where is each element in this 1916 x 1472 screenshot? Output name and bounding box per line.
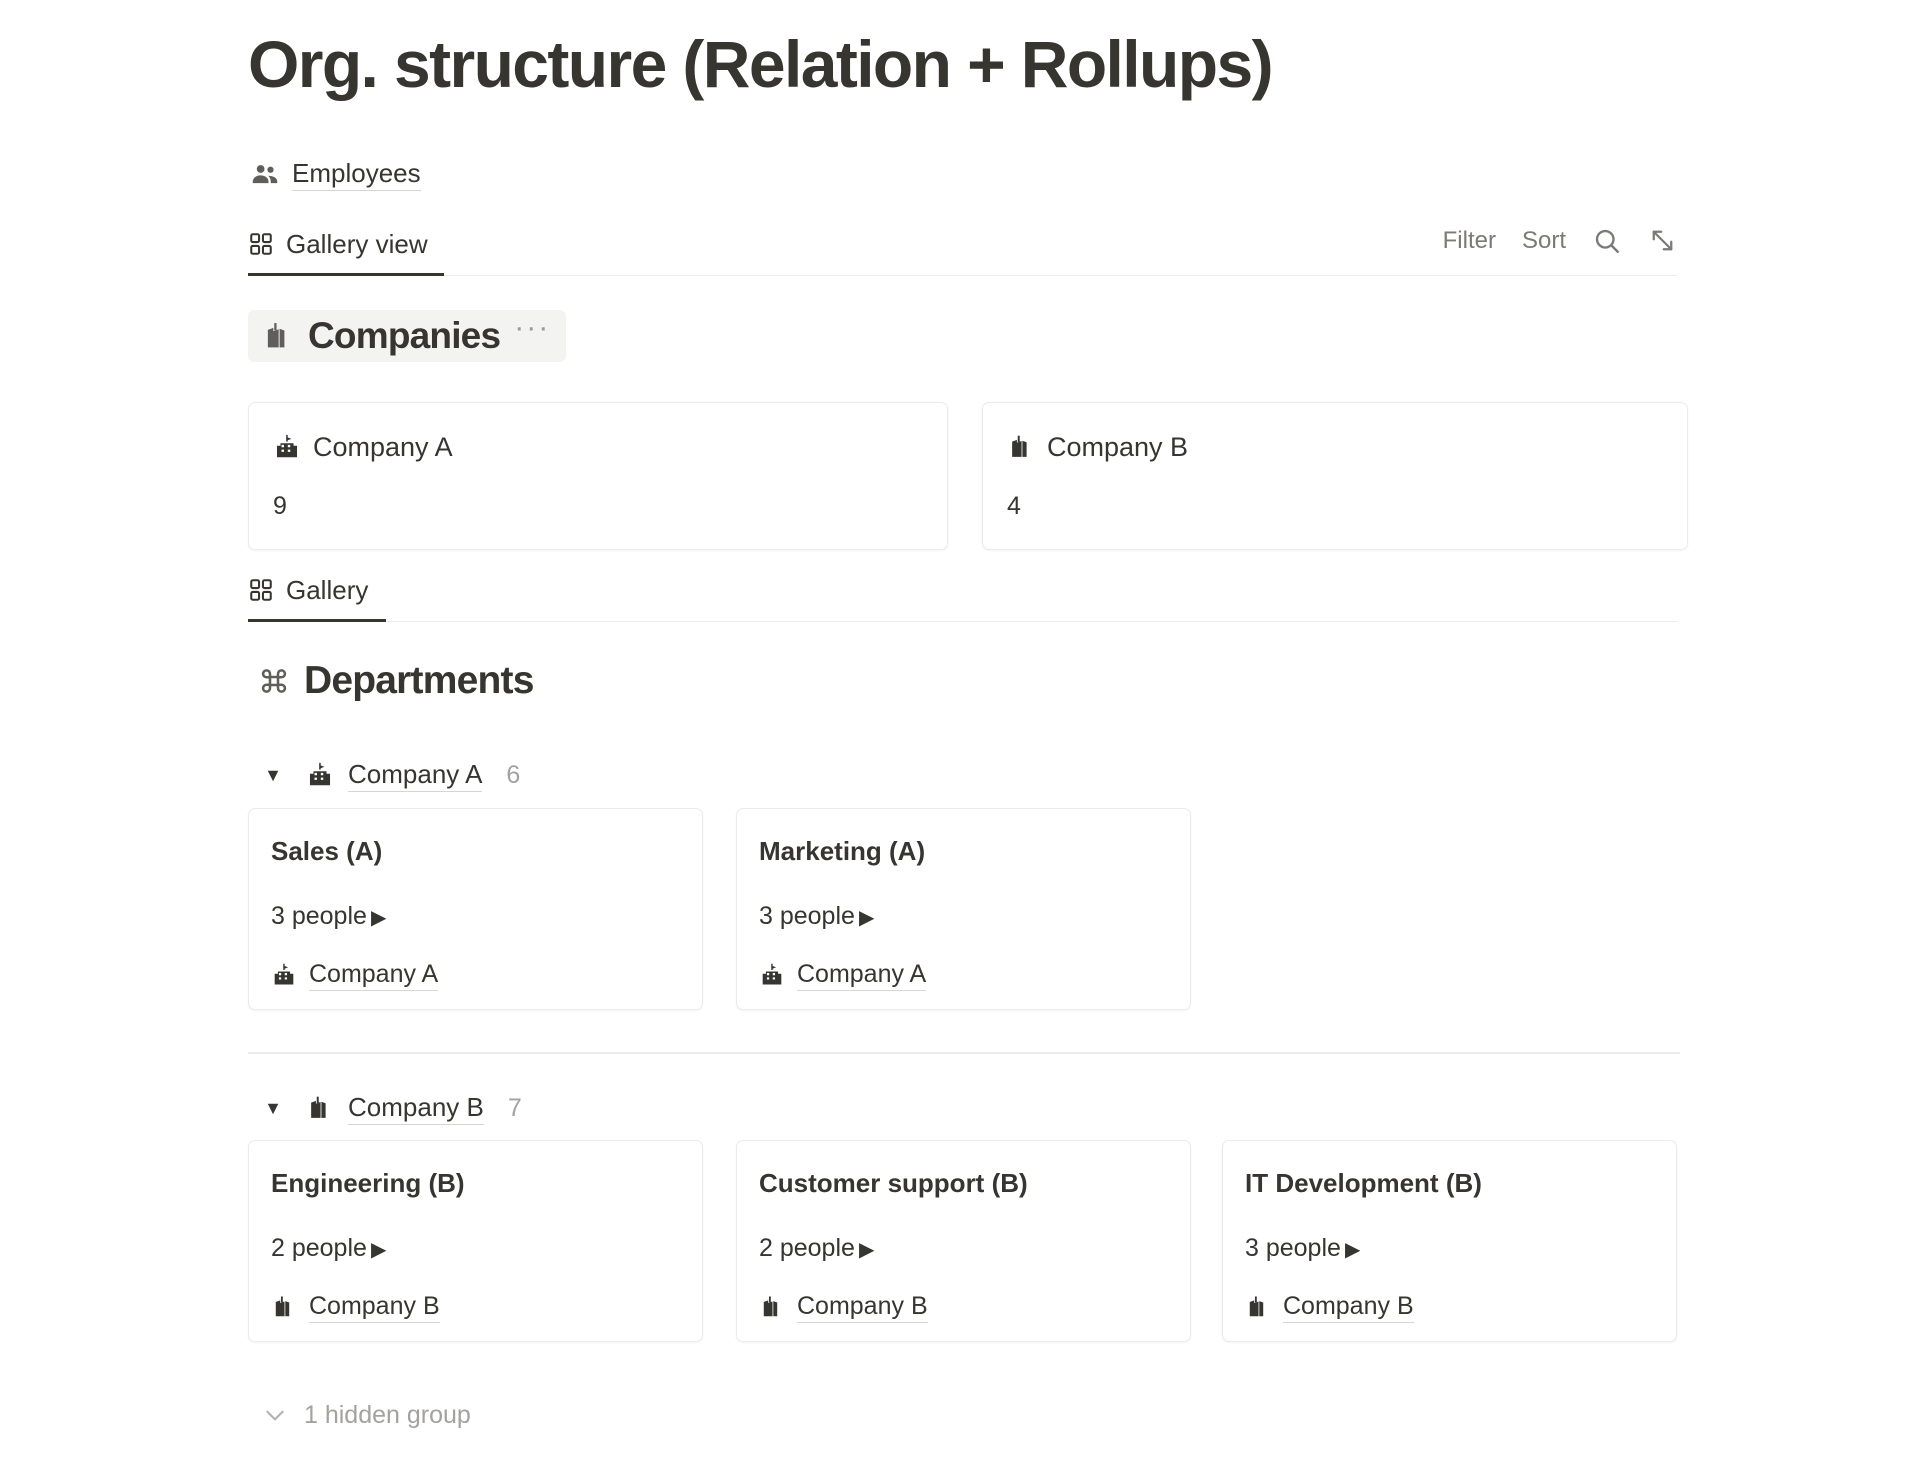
department-card[interactable]: Engineering (B) 2 people▶ Company B [248, 1140, 703, 1342]
company-card-title: Company A [273, 431, 453, 463]
school-building-icon [273, 433, 301, 461]
section-heading-departments-label: Departments [304, 659, 534, 702]
department-card-relation-label: Company A [797, 959, 927, 991]
people-group-icon [250, 159, 280, 189]
group-count: 7 [507, 1094, 522, 1122]
city-buildings-icon [262, 320, 294, 352]
command-icon [258, 665, 290, 697]
tab-gallery-view-label: Gallery view [286, 229, 428, 259]
gallery-grid-icon [248, 577, 274, 603]
section-heading-companies[interactable]: Companies ··· [248, 310, 567, 362]
department-card[interactable]: Customer support (B) 2 people▶ Company B [736, 1140, 1191, 1342]
department-card-people[interactable]: 3 people▶ [1245, 1233, 1360, 1265]
page-title: Org. structure (Relation + Rollups) [248, 27, 1274, 101]
group-name-link[interactable]: Company A [348, 758, 483, 792]
view-actions: Filter Sort [1443, 226, 1678, 256]
tabbar-active-indicator [248, 619, 386, 622]
school-building-icon [306, 761, 334, 789]
tab-gallery-view[interactable]: Gallery view [248, 224, 436, 264]
filter-button[interactable]: Filter [1442, 227, 1496, 254]
group-divider [248, 1052, 1680, 1054]
department-card-relation-label: Company A [309, 959, 439, 991]
department-card-relation[interactable]: Company B [1245, 1291, 1414, 1323]
department-card-relation[interactable]: Company A [271, 959, 439, 991]
tabbar-active-indicator [248, 273, 444, 276]
department-card-people-count: 3 people [271, 902, 367, 930]
department-card-people[interactable]: 3 people▶ [759, 901, 874, 933]
tab-gallery-label: Gallery [286, 575, 369, 605]
city-buildings-icon [271, 1294, 297, 1320]
department-card[interactable]: IT Development (B) 3 people▶ Company B [1222, 1140, 1677, 1342]
department-card-title: IT Development (B) [1245, 1168, 1482, 1198]
company-card-title: Company B [1007, 431, 1188, 463]
city-buildings-icon [759, 1294, 785, 1320]
view-tabbar-departments: Gallery [248, 568, 1678, 622]
section-heading-departments[interactable]: Departments [250, 655, 550, 707]
department-card[interactable]: Marketing (A) 3 people▶ Company A [736, 808, 1191, 1010]
hidden-group-toggle[interactable]: 1 hidden group [262, 1400, 471, 1430]
company-card-name: Company B [1047, 432, 1189, 462]
section-heading-companies-label: Companies [308, 315, 501, 356]
department-card-relation[interactable]: Company B [759, 1291, 928, 1323]
group-collapse-toggle[interactable]: ▼ [264, 1098, 282, 1118]
company-card[interactable]: Company A 9 [248, 402, 948, 550]
department-card-people-count: 3 people [1245, 1234, 1341, 1262]
department-card-people-count: 3 people [759, 902, 855, 930]
group-collapse-toggle[interactable]: ▼ [264, 765, 282, 785]
section-more-options-button[interactable]: ··· [514, 311, 551, 344]
school-building-icon [271, 962, 297, 988]
department-card-people-count: 2 people [759, 1234, 855, 1262]
department-card-relation-label: Company B [797, 1291, 928, 1323]
department-card-relation[interactable]: Company A [759, 959, 927, 991]
city-buildings-icon [306, 1094, 334, 1122]
expand-diagonal-icon[interactable] [1648, 226, 1678, 256]
group-count: 6 [506, 761, 521, 789]
department-card-title: Marketing (A) [759, 836, 926, 866]
group-name-link[interactable]: Company B [348, 1091, 484, 1125]
school-building-icon [759, 962, 785, 988]
play-triangle-icon[interactable]: ▶ [1344, 1239, 1361, 1261]
group-header[interactable]: ▼ Company B 7 [262, 1088, 522, 1128]
department-card-relation[interactable]: Company B [271, 1291, 440, 1323]
department-card-people[interactable]: 2 people▶ [759, 1233, 874, 1265]
company-card-rollup-value: 9 [273, 492, 287, 520]
department-card-title: Sales (A) [271, 836, 383, 866]
play-triangle-icon[interactable]: ▶ [370, 907, 387, 929]
department-card-title: Customer support (B) [759, 1168, 1028, 1198]
play-triangle-icon[interactable]: ▶ [370, 1239, 387, 1261]
department-card-relation-label: Company B [1283, 1291, 1414, 1323]
gallery-grid-icon [248, 231, 274, 257]
department-card-people[interactable]: 2 people▶ [271, 1233, 386, 1265]
play-triangle-icon[interactable]: ▶ [858, 1239, 875, 1261]
department-card-title: Engineering (B) [271, 1168, 465, 1198]
department-card-relation-label: Company B [309, 1291, 440, 1323]
city-buildings-icon [1007, 433, 1035, 461]
source-database-link[interactable]: Employees [250, 156, 421, 192]
sort-button[interactable]: Sort [1521, 227, 1566, 254]
company-card-rollup-value: 4 [1007, 492, 1021, 520]
hidden-group-label: 1 hidden group [304, 1401, 471, 1429]
group-header[interactable]: ▼ Company A 6 [262, 755, 520, 795]
company-card[interactable]: Company B 4 [982, 402, 1688, 550]
department-card-people-count: 2 people [271, 1234, 367, 1262]
search-icon[interactable] [1592, 226, 1622, 256]
source-database-label: Employees [292, 158, 421, 191]
company-card-name: Company A [313, 432, 453, 462]
department-card-people[interactable]: 3 people▶ [271, 901, 386, 933]
department-card[interactable]: Sales (A) 3 people▶ Company A [248, 808, 703, 1010]
tabbar-baseline [248, 620, 1678, 622]
city-buildings-icon [1245, 1294, 1271, 1320]
tabbar-baseline [248, 274, 1678, 276]
play-triangle-icon[interactable]: ▶ [858, 907, 875, 929]
tab-gallery[interactable]: Gallery [248, 570, 376, 610]
chevron-down-icon [262, 1402, 288, 1428]
view-tabbar-employees: Gallery view Filter Sort [248, 222, 1678, 276]
